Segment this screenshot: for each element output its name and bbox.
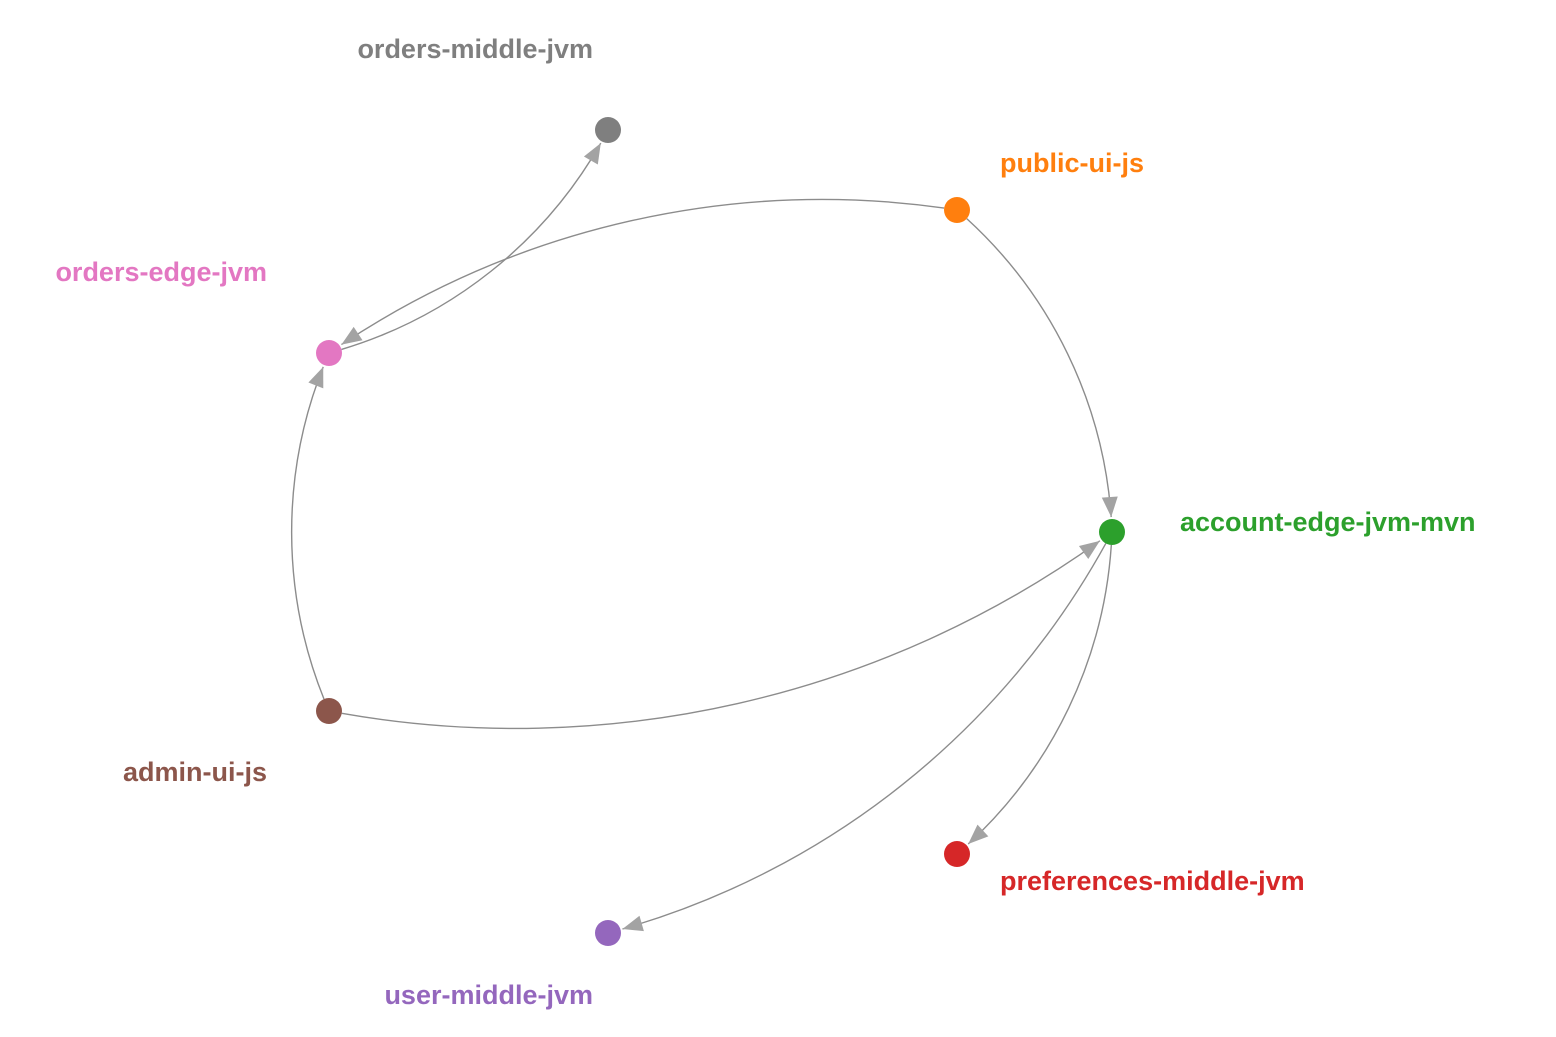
edges-layer xyxy=(290,142,1118,932)
edge-orders-edge-jvm-to-orders-middle-jvm xyxy=(341,142,602,351)
node-admin-ui-js[interactable] xyxy=(316,698,342,724)
edge-line xyxy=(966,218,1112,518)
edge-line xyxy=(622,543,1107,930)
arrowhead-icon xyxy=(968,824,989,845)
node-label-orders-middle-jvm: orders-middle-jvm xyxy=(357,34,593,64)
edge-line xyxy=(967,544,1113,845)
node-label-orders-edge-jvm: orders-edge-jvm xyxy=(55,257,267,287)
arrowhead-icon xyxy=(308,366,324,389)
edge-account-edge-jvm-mvn-to-preferences-middle-jvm xyxy=(967,544,1113,845)
node-account-edge-jvm-mvn[interactable] xyxy=(1099,519,1125,545)
edge-admin-ui-js-to-orders-edge-jvm xyxy=(290,366,325,700)
node-orders-middle-jvm[interactable] xyxy=(595,117,621,143)
arrowhead-icon xyxy=(1101,496,1118,518)
node-orders-edge-jvm[interactable] xyxy=(316,340,342,366)
node-label-public-ui-js: public-ui-js xyxy=(1000,148,1144,178)
node-preferences-middle-jvm[interactable] xyxy=(944,841,970,867)
labels-layer: orders-middle-jvm public-ui-js orders-edge… xyxy=(55,34,1475,1010)
node-label-user-middle-jvm: user-middle-jvm xyxy=(384,980,593,1010)
arrowhead-icon xyxy=(341,326,363,345)
node-public-ui-js[interactable] xyxy=(944,197,970,223)
arrowhead-icon xyxy=(583,143,601,165)
node-user-middle-jvm[interactable] xyxy=(595,920,621,946)
edge-admin-ui-js-to-account-edge-jvm-mvn xyxy=(341,540,1101,730)
node-label-admin-ui-js: admin-ui-js xyxy=(123,757,267,787)
edge-public-ui-js-to-orders-edge-jvm xyxy=(341,198,945,346)
edge-line xyxy=(341,142,602,351)
node-label-account-edge-jvm-mvn: account-edge-jvm-mvn xyxy=(1180,507,1476,537)
edge-line xyxy=(290,366,325,700)
edge-public-ui-js-to-account-edge-jvm-mvn xyxy=(966,218,1118,518)
node-label-preferences-middle-jvm: preferences-middle-jvm xyxy=(1000,866,1305,896)
arrowhead-icon xyxy=(1078,540,1100,559)
arrowhead-icon xyxy=(622,915,644,932)
nodes-layer xyxy=(316,117,1125,946)
edge-line xyxy=(341,540,1101,730)
edge-account-edge-jvm-mvn-to-user-middle-jvm xyxy=(622,543,1107,932)
edge-line xyxy=(341,198,945,346)
